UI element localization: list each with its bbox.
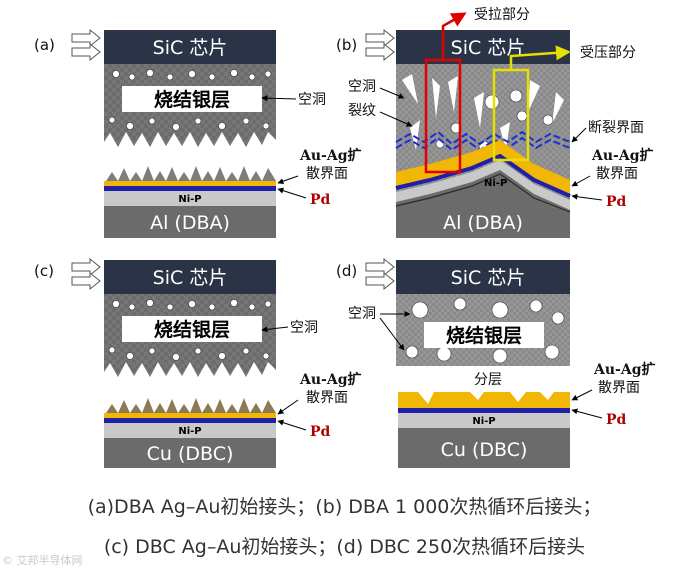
caption-line-2: (c) DBC Ag–Au初始接头；(d) DBC 250次热循环后接头 — [103, 536, 586, 558]
au-ag-layer-d — [398, 392, 570, 408]
panel-d-letter: (d) — [336, 262, 357, 280]
delamination-d-label: 分层 — [474, 372, 502, 388]
interface-d-label-2: 散界面 — [598, 380, 640, 396]
pd-layer-a — [104, 186, 276, 191]
sic-chip-b — [396, 30, 570, 64]
heat-flow-arrows-b — [365, 28, 395, 62]
nip-layer-c — [104, 423, 276, 438]
void-a-label: 空洞 — [298, 92, 326, 108]
sic-chip-d — [396, 260, 570, 294]
sic-chip-a-label: SiC 芯片 — [153, 37, 228, 59]
pd-layer-c — [104, 418, 276, 423]
pd-layer-b — [395, 153, 571, 198]
interface-a-label-2: 散界面 — [306, 166, 348, 182]
crack-b-label: 裂纹 — [348, 103, 376, 119]
sic-chip-b-label: SiC 芯片 — [451, 37, 526, 59]
void-b-label: 空洞 — [348, 79, 376, 95]
fracture-line-b1 — [395, 130, 571, 146]
interface-b-label-2: 散界面 — [596, 166, 638, 182]
pd-d-label: Pd — [606, 412, 627, 428]
panel-a-letter: (a) — [34, 36, 55, 54]
interface-c-label-2: 散界面 — [306, 390, 348, 406]
substrate-a — [104, 206, 276, 238]
nip-layer-b — [396, 160, 570, 210]
panel-a: (a) SiC 芯片 烧结银层 空洞 Ni-P Al (DBA) Au-Ag扩 … — [34, 28, 362, 238]
voids-c — [108, 299, 272, 361]
pd-layer-d — [398, 408, 570, 413]
ag-layer-c-box — [122, 316, 262, 342]
cracks-b — [402, 74, 564, 150]
void-c-label: 空洞 — [290, 320, 318, 336]
voids-d — [405, 297, 565, 364]
voids-a — [108, 69, 272, 131]
void-d-label: 空洞 — [348, 306, 376, 322]
residual-ag-c — [106, 398, 276, 413]
tension-label-b: 受拉部分 — [474, 7, 530, 23]
sic-chip-a — [104, 30, 276, 64]
sic-chip-c — [104, 260, 276, 294]
tension-arrow-b — [441, 12, 467, 60]
heat-flow-arrows-d — [365, 257, 395, 291]
ag-layer-c-label: 烧结银层 — [154, 318, 230, 341]
au-ag-layer-b — [396, 140, 570, 196]
panel-d: (d) SiC 芯片 烧结银层 空洞 分层 Ni-P Cu (DBC) Au-A… — [336, 257, 656, 468]
interface-c-label-1: Au-Ag扩 — [299, 371, 362, 388]
nip-c-label: Ni-P — [178, 426, 201, 437]
heat-flow-arrows-c — [71, 257, 101, 291]
joint-schematic-figure: (a) SiC 芯片 烧结银层 空洞 Ni-P Al (DBA) Au-Ag扩 … — [34, 7, 656, 468]
ag-layer-a-box — [122, 86, 262, 112]
nip-d-label: Ni-P — [472, 416, 495, 427]
nip-layer-a — [104, 191, 276, 206]
sic-chip-c-label: SiC 芯片 — [153, 267, 228, 289]
fracture-b-label: 断裂界面 — [588, 120, 644, 136]
pd-b-label: Pd — [606, 194, 627, 210]
interface-d-label-1: Au-Ag扩 — [593, 361, 656, 378]
heat-flow-arrows-a — [71, 28, 101, 62]
nip-layer-d — [398, 413, 570, 428]
panel-c: (c) SiC 芯片 烧结银层 空洞 Ni-P Cu (DBC) Au-Ag扩 … — [34, 257, 362, 468]
substrate-a-label: Al (DBA) — [150, 212, 230, 234]
interface-a-label-1: Au-Ag扩 — [299, 147, 362, 164]
caption-line-1: (a)DBA Ag–Au初始接头；(b) DBA 1 000次热循环后接头； — [87, 496, 602, 518]
panel-b-letter: (b) — [336, 36, 357, 54]
pd-a-label: Pd — [310, 192, 331, 208]
sic-chip-d-label: SiC 芯片 — [451, 267, 526, 289]
interface-b-label-1: Au-Ag扩 — [591, 147, 654, 164]
substrate-b-wave — [395, 173, 571, 213]
substrate-b-label: Al (DBA) — [443, 212, 523, 234]
ag-layer-d-label: 烧结银层 — [446, 324, 522, 347]
substrate-c — [104, 438, 276, 468]
pd-c-label: Pd — [310, 424, 331, 440]
panel-b: (b) SiC 芯片 Ni-P Al (DBA) 受拉部分 受压部分 空洞 — [336, 7, 654, 238]
residual-ag-a — [106, 166, 276, 181]
compression-arrow-b — [509, 45, 571, 70]
ag-layer-d-box — [424, 322, 544, 348]
panel-c-letter: (c) — [34, 262, 54, 280]
substrate-d — [398, 428, 570, 468]
au-ag-layer-a — [104, 181, 276, 186]
delamination-gaps-d — [418, 392, 554, 404]
watermark: © 艾邦半导体网 — [2, 554, 83, 567]
substrate-d-label: Cu (DBC) — [441, 439, 528, 461]
nip-a-label: Ni-P — [178, 194, 201, 205]
compression-label-b: 受压部分 — [580, 45, 636, 61]
nip-b-label: Ni-P — [484, 178, 507, 189]
au-ag-layer-c — [104, 413, 276, 418]
substrate-c-label: Cu (DBC) — [147, 443, 234, 465]
ag-layer-a-label: 烧结银层 — [154, 88, 230, 111]
